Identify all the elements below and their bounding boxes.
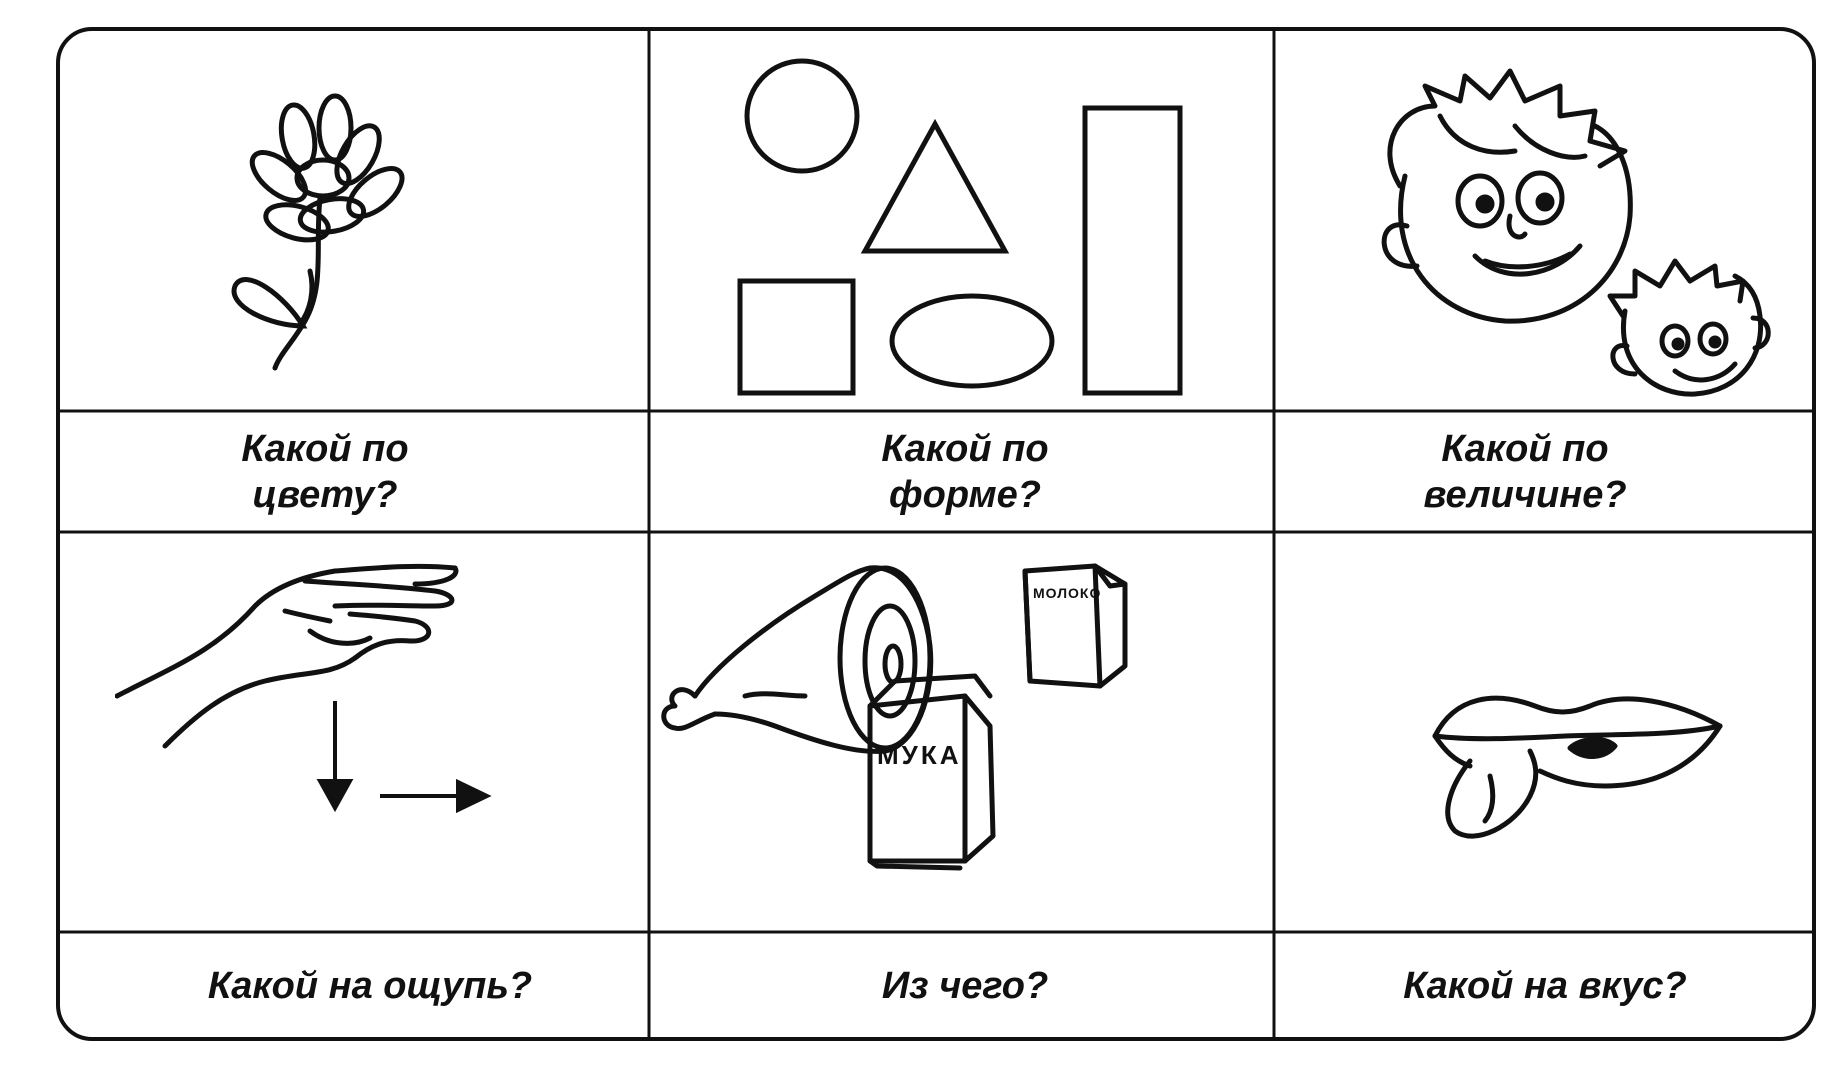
square-shape <box>737 278 856 396</box>
mouth-tongue-icon <box>1415 666 1755 856</box>
worksheet-board: Какой по цвету? Какой по форме? Какой по… <box>55 26 1817 1042</box>
boy-faces-icon <box>1345 56 1785 406</box>
flour-bag-drawing <box>867 673 996 871</box>
caption-color-line2: цвету? <box>252 474 398 516</box>
caption-shape-line1: Какой по <box>881 428 1049 470</box>
caption-size-line2: величине? <box>1423 474 1627 516</box>
rectangle-shape <box>1082 105 1183 396</box>
food-items-icon: МОЛОКО МУКА <box>655 546 1265 926</box>
ham-drawing <box>661 565 934 754</box>
caption-shape: Какой по форме? <box>775 416 1155 528</box>
caption-touch: Какой на ощупь? <box>115 936 625 1036</box>
caption-touch-text: Какой на ощупь? <box>207 965 533 1007</box>
shapes-icon <box>665 46 1265 401</box>
grid-frame <box>56 27 1816 1041</box>
milk-carton-label: МОЛОКО <box>1033 585 1101 601</box>
milk-carton-drawing <box>1022 563 1128 689</box>
circle-shape <box>744 58 860 174</box>
outer-border <box>56 27 1816 1041</box>
caption-taste: Какой на вкус? <box>1295 936 1795 1036</box>
caption-size: Какой по величине? <box>1335 416 1715 528</box>
caption-size-line1: Какой по <box>1441 428 1609 470</box>
caption-color-line1: Какой по <box>241 428 409 470</box>
caption-material-text: Из чего? <box>881 965 1049 1007</box>
caption-taste-text: Какой на вкус? <box>1403 965 1687 1007</box>
flour-bag-label: МУКА <box>877 740 961 770</box>
caption-material: Из чего? <box>695 936 1235 1036</box>
arrow-down-head <box>316 779 354 813</box>
caption-color: Какой по цвету? <box>135 416 515 528</box>
caption-shape-line2: форме? <box>888 474 1041 516</box>
triangle-shape <box>860 118 1010 254</box>
oval-shape <box>889 293 1055 389</box>
hand-icon <box>115 546 585 916</box>
flower-icon <box>175 86 475 386</box>
arrow-right-head <box>456 778 492 814</box>
